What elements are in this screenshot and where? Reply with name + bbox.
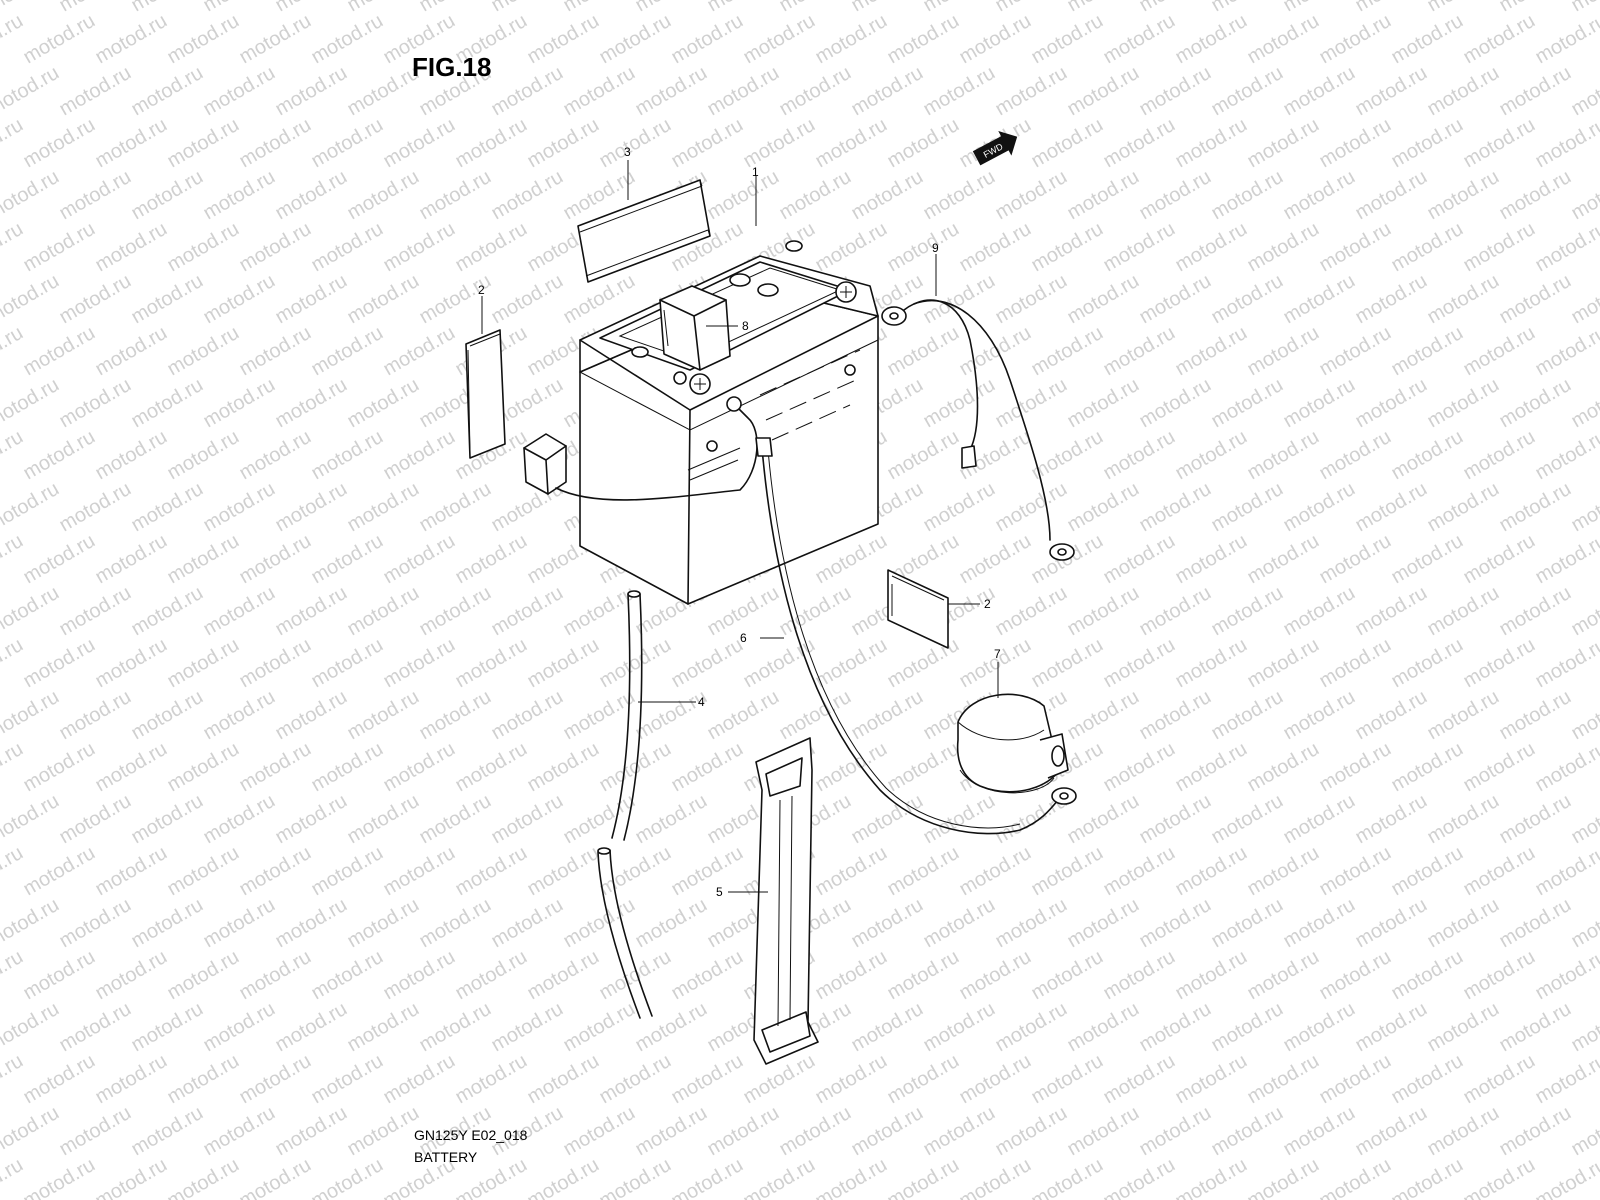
model-code: GN125Y E02_018 (414, 1127, 528, 1143)
part-2-sticker-left (465, 329, 506, 459)
callouts: 1 2 2 3 4 5 6 7 8 9 (478, 145, 1001, 899)
part-8-terminal-cover (659, 285, 731, 371)
callout-3: 3 (624, 145, 631, 159)
callout-2-left: 2 (478, 283, 485, 297)
callout-5: 5 (716, 885, 723, 899)
part-4-breather-hose (597, 590, 653, 1019)
forward-arrow-icon: FWD (972, 130, 1018, 166)
part-9-positive-lead (881, 299, 1075, 561)
part-3-top-label (577, 179, 711, 283)
leader-lines (481, 160, 999, 893)
callout-8: 8 (742, 319, 749, 333)
callout-7: 7 (994, 647, 1001, 661)
part-7-terminal-cover (956, 693, 1069, 794)
part-5-battery-band (753, 737, 819, 1065)
callout-9: 9 (932, 241, 939, 255)
breather-elbow (523, 433, 567, 495)
figure-caption: BATTERY (414, 1149, 478, 1165)
callout-2-right: 2 (984, 597, 991, 611)
callout-4: 4 (698, 695, 705, 709)
short-lead (555, 403, 758, 501)
callout-1: 1 (752, 165, 759, 179)
part-2-sticker-right (887, 569, 949, 649)
callout-6: 6 (740, 631, 747, 645)
figure-title: FIG.18 (412, 52, 491, 82)
part-1-battery (579, 240, 879, 605)
part-6-negative-lead (755, 437, 1077, 835)
